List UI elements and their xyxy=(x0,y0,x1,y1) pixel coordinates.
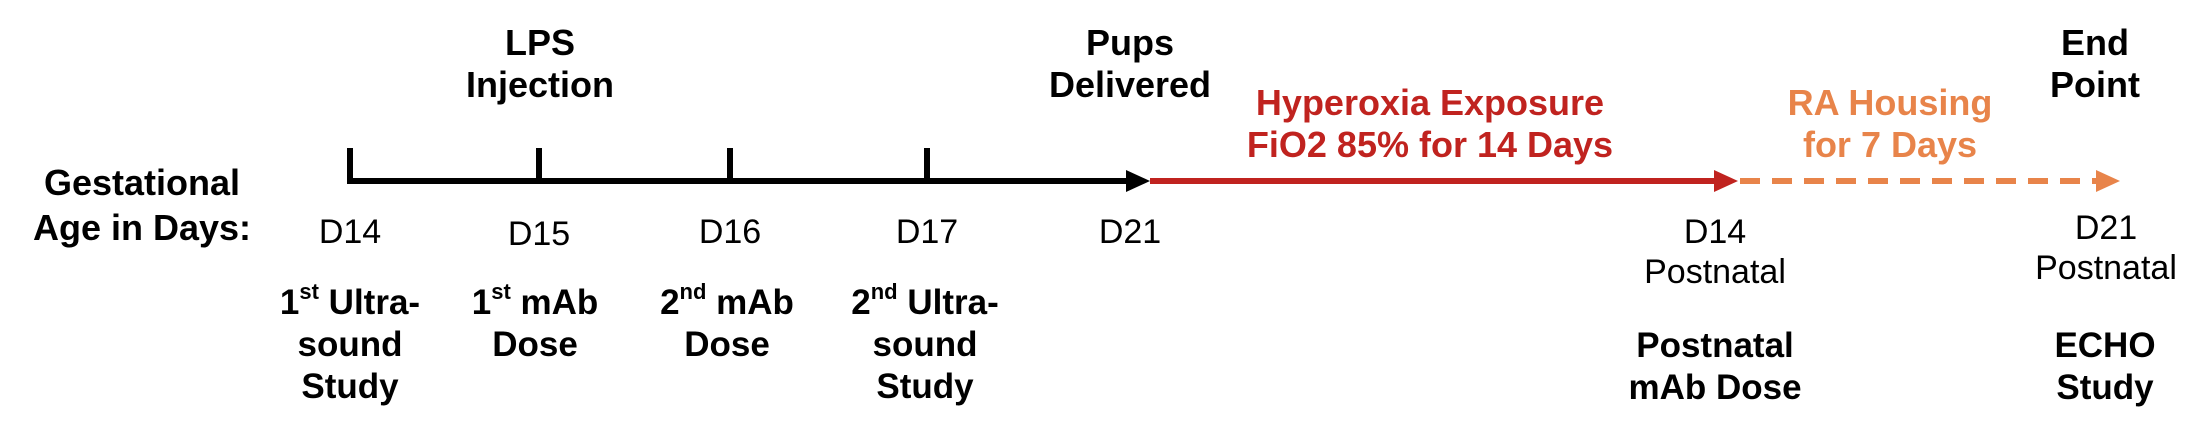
first-us-line2: sound xyxy=(297,325,403,364)
echo-line1: ECHO xyxy=(2054,326,2156,365)
p14-line1: D14 xyxy=(1683,213,1747,251)
day-d16: D16 xyxy=(698,213,762,251)
lps-line1: LPS xyxy=(504,22,575,63)
second-mab-line2: Dose xyxy=(684,325,770,364)
day-d14: D14 xyxy=(318,213,382,251)
day-postnatal-21: D21 Postnatal xyxy=(2020,208,2192,288)
second-mab-sup: nd xyxy=(679,279,707,305)
second-us-line3: Study xyxy=(876,367,974,406)
event-echo-study: ECHO Study xyxy=(2030,325,2180,409)
event-second-ultrasound: 2nd Ultra- sound Study xyxy=(810,279,1040,408)
pups-line1: Pups xyxy=(1085,22,1174,63)
ra-arrowhead xyxy=(2096,170,2120,192)
event-postnatal-mab: Postnatal mAb Dose xyxy=(1595,325,1835,409)
event-second-mab: 2nd mAb Dose xyxy=(632,279,822,366)
hyperoxia-label: Hyperoxia Exposure FiO2 85% for 14 Days xyxy=(1200,82,1660,167)
pups-delivered-label: Pups Delivered xyxy=(1010,22,1250,107)
axis-label: Gestational Age in Days: xyxy=(22,160,262,250)
day-d17: D17 xyxy=(895,213,959,251)
postnatal-mab-line2: mAb Dose xyxy=(1628,368,1802,407)
hyperoxia-line2: FiO2 85% for 14 Days xyxy=(1246,124,1614,166)
end-line2: Point xyxy=(2050,64,2140,106)
gestation-arrowhead xyxy=(1126,170,1150,192)
p21-line2: Postnatal xyxy=(2035,249,2177,288)
pups-line2: Delivered xyxy=(1048,64,1212,106)
second-us-line2: sound xyxy=(872,325,978,364)
first-mab-sup: st xyxy=(491,279,511,305)
p21-line1: D21 xyxy=(2074,209,2138,247)
second-mab-rest: mAb xyxy=(706,283,794,322)
second-us-num: 2 xyxy=(851,283,871,322)
lps-line2: Injection xyxy=(465,64,614,106)
ra-line1: RA Housing xyxy=(1787,82,1993,123)
event-first-ultrasound: 1st Ultra- sound Study xyxy=(255,279,445,408)
first-us-sup: st xyxy=(299,279,319,305)
first-mab-num: 1 xyxy=(471,283,492,322)
second-us-sup: nd xyxy=(870,279,898,305)
axis-label-line2: Age in Days: xyxy=(32,207,252,248)
axis-label-line1: Gestational xyxy=(43,162,241,203)
day-d15: D15 xyxy=(507,215,571,253)
end-point-label: End Point xyxy=(2020,22,2170,107)
ra-housing-label: RA Housing for 7 Days xyxy=(1760,82,2020,167)
first-mab-line2: Dose xyxy=(492,325,578,364)
echo-line2: Study xyxy=(2056,368,2154,407)
second-us-rest: Ultra- xyxy=(897,283,999,322)
event-first-mab: 1st mAb Dose xyxy=(445,279,625,366)
day-d21: D21 xyxy=(1098,213,1162,251)
hyperoxia-line1: Hyperoxia Exposure xyxy=(1255,82,1605,123)
hyperoxia-arrowhead xyxy=(1714,170,1738,192)
first-us-num: 1 xyxy=(279,283,300,322)
first-mab-rest: mAb xyxy=(510,283,599,322)
first-us-line3: Study xyxy=(301,367,399,406)
second-mab-num: 2 xyxy=(660,283,680,322)
postnatal-mab-line1: Postnatal xyxy=(1636,326,1794,365)
lps-injection-label: LPS Injection xyxy=(440,22,640,107)
p14-line2: Postnatal xyxy=(1644,253,1786,292)
end-line1: End xyxy=(2061,22,2129,63)
ra-line2: for 7 Days xyxy=(1802,124,1978,166)
day-postnatal-14: D14 Postnatal xyxy=(1615,212,1815,292)
first-us-rest: Ultra- xyxy=(318,283,421,322)
